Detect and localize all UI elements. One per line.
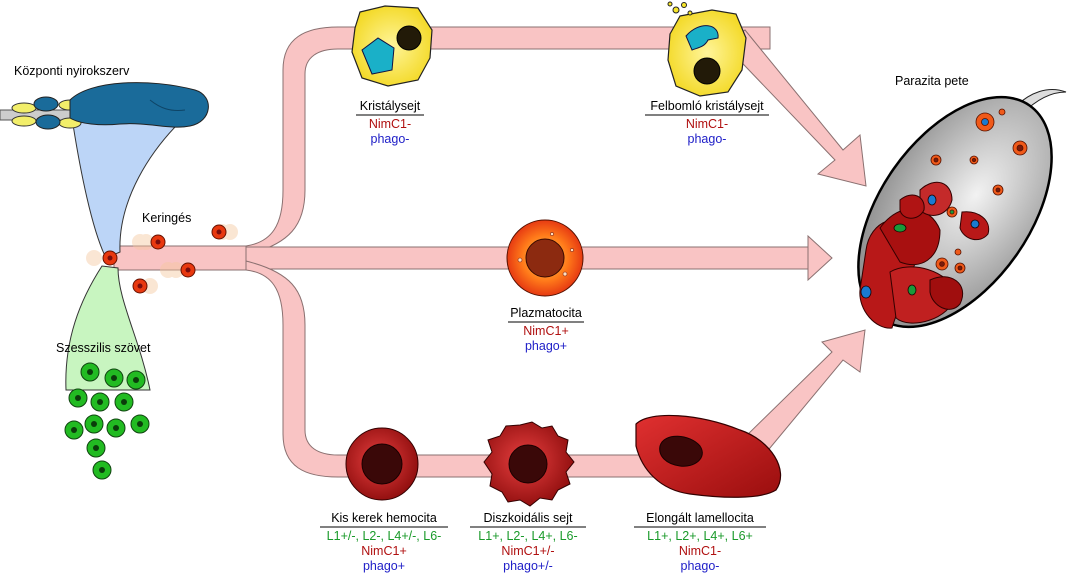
plasmatocyte: Plazmatocita NimC1+ phago+ xyxy=(506,219,584,353)
lymph-gland-lobe xyxy=(69,82,209,128)
central-lymph-organ: Központi nyirokszerv xyxy=(0,64,209,259)
lamellocyte: Elongált lamellocita L1+, L2+, L4+, L6+ … xyxy=(634,414,782,573)
label-circulation: Keringés xyxy=(142,211,191,225)
crystal-cell-nimc1: NimC1- xyxy=(369,117,411,131)
discoidal-cell-nimc1: NimC1+/- xyxy=(501,544,554,558)
crystal-cell-name: Kristálysejt xyxy=(360,99,421,113)
pathway-arrows xyxy=(724,29,867,461)
arrow-upper xyxy=(724,29,867,187)
encapsulating-hemocytes xyxy=(859,181,990,329)
label-sessile-tissue: Szesszilis szövet xyxy=(56,341,151,355)
label-central-lymph: Központi nyirokszerv xyxy=(14,64,130,78)
circulation-funnel-blue xyxy=(71,105,187,259)
pathway-upper-branch xyxy=(245,26,771,256)
lamellocyte-phago: phago- xyxy=(681,559,720,573)
lysed-crystal-cell-name: Felbomló kristálysejt xyxy=(650,99,764,113)
lamellocyte-markers: L1+, L2+, L4+, L6+ xyxy=(647,529,753,543)
discoidal-cell-name: Diszkoidális sejt xyxy=(484,511,573,525)
crystal-cell: Kristálysejt NimC1- phago- xyxy=(351,5,433,146)
lysed-crystal-cell-nimc1: NimC1- xyxy=(686,117,728,131)
plasmatocyte-name: Plazmatocita xyxy=(510,306,582,320)
parasite-egg: Parazita pete xyxy=(857,74,1067,329)
discoidal-cell-markers: L1+, L2-, L4+, L6- xyxy=(478,529,577,543)
small-round-hemocyte-nimc1: NimC1+ xyxy=(361,544,407,558)
lysed-crystal-cell-phago: phago- xyxy=(688,132,727,146)
circulating-hemocytes: Keringés xyxy=(86,211,238,294)
plasmatocyte-phago: phago+ xyxy=(525,339,567,353)
label-parasite-egg: Parazita pete xyxy=(895,74,969,88)
small-round-hemocyte-name: Kis kerek hemocita xyxy=(331,511,437,525)
discoidal-cell: Diszkoidális sejt L1+, L2-, L4+, L6- Nim… xyxy=(470,421,586,573)
egg-nuclei xyxy=(860,194,980,299)
lysed-crystal-cell: Felbomló kristálysejt NimC1- phago- xyxy=(645,1,769,146)
small-round-hemocyte-phago: phago+ xyxy=(363,559,405,573)
arrow-middle xyxy=(807,234,833,282)
small-round-hemocyte-markers: L1+/-, L2-, L4+/-, L6- xyxy=(327,529,442,543)
lamellocyte-nimc1: NimC1- xyxy=(679,544,721,558)
arrow-lower xyxy=(741,329,866,461)
plasmatocyte-nimc1: NimC1+ xyxy=(523,324,569,338)
egg-plasmatocytes xyxy=(930,108,1028,274)
sessile-tissue: Szesszilis szövet xyxy=(56,265,151,480)
lamellocyte-name: Elongált lamellocita xyxy=(646,511,754,525)
small-round-hemocyte: Kis kerek hemocita L1+/-, L2-, L4+/-, L6… xyxy=(320,427,448,573)
crystal-cell-phago: phago- xyxy=(371,132,410,146)
discoidal-cell-phago: phago+/- xyxy=(503,559,553,573)
sessile-funnel-green xyxy=(65,265,151,391)
